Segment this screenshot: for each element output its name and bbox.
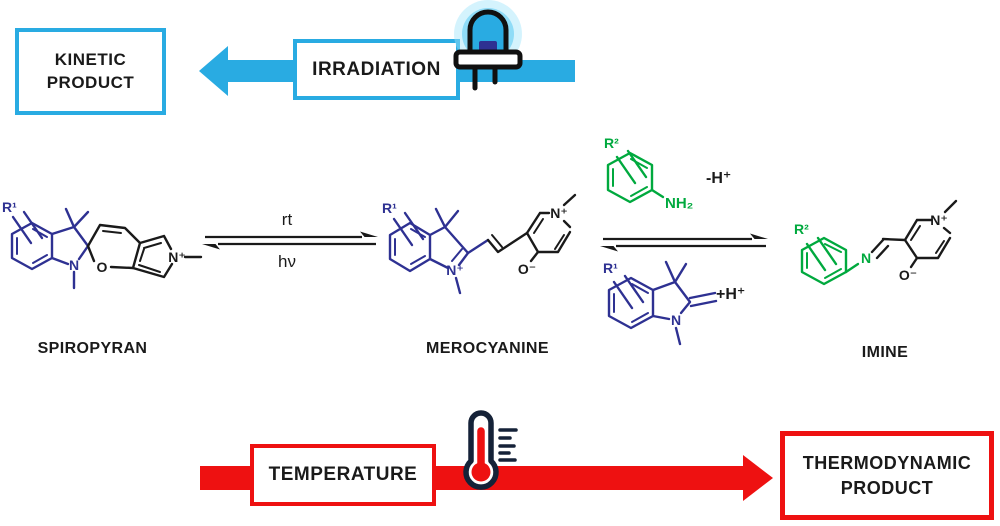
spiropyran-o-label: O [97,259,108,275]
spiropyran-r1-label: R¹ [2,199,17,215]
spiropyran-name: SPIROPYRAN [37,340,148,357]
equilibrium2-arrows [600,233,768,252]
irradiation-box: IRRADIATION [293,39,460,100]
irradiation-label: IRRADIATION [312,58,441,80]
equilibrium1-bottom-label: hν [278,252,296,271]
aniline-nh2-label: NH₂ [665,195,693,212]
fischer-base-r1-label: R¹ [603,260,618,276]
aniline-r2-label: R² [604,135,619,151]
equilibrium1-top-label: rt [281,210,293,229]
merocyanine-name: MEROCYANINE [426,340,549,357]
thermodynamic-product-label: THERMODYNAMIC PRODUCT [802,453,972,498]
fischer-base-structure: R¹ N [603,260,718,346]
aniline-structure: R² NH₂ [604,135,693,212]
led-lamp-icon [453,0,523,91]
fischer-base-n-label: N [671,312,681,328]
spiropyran-n-label: N [69,257,79,273]
equilibrium1-arrows [202,231,378,250]
imine-n-label: N [861,250,871,266]
temperature-label: TEMPERATURE [268,464,418,486]
imine-structure: R² N N⁺ O⁻ [794,199,958,286]
kinetic-product-box: KINETIC PRODUCT [15,28,166,115]
spiropyran-npyridinium-label: N⁺ [168,249,186,265]
temperature-box: TEMPERATURE [250,444,436,506]
merocyanine-nindolium-label: N⁺ [446,262,464,278]
merocyanine-structure: R¹ N⁺ N⁺ O⁻ [382,193,577,295]
thermodynamic-product-box: THERMODYNAMIC PRODUCT [780,431,994,520]
imine-r2-label: R² [794,221,809,237]
thermometer-icon [463,410,518,490]
merocyanine-npyridinium-label: N⁺ [550,205,568,221]
minus-h-label: -H⁺ [706,170,732,187]
imine-name: IMINE [861,344,909,361]
merocyanine-ominus-label: O⁻ [518,261,536,277]
merocyanine-r1-label: R¹ [382,200,397,216]
imine-npyridinium-label: N⁺ [930,212,948,228]
kinetic-product-label: KINETIC PRODUCT [46,49,135,92]
plus-h-label: +H⁺ [716,286,746,303]
spiropyran-structure: R¹ N O N⁺ [2,199,203,290]
imine-ominus-label: O⁻ [899,267,917,283]
